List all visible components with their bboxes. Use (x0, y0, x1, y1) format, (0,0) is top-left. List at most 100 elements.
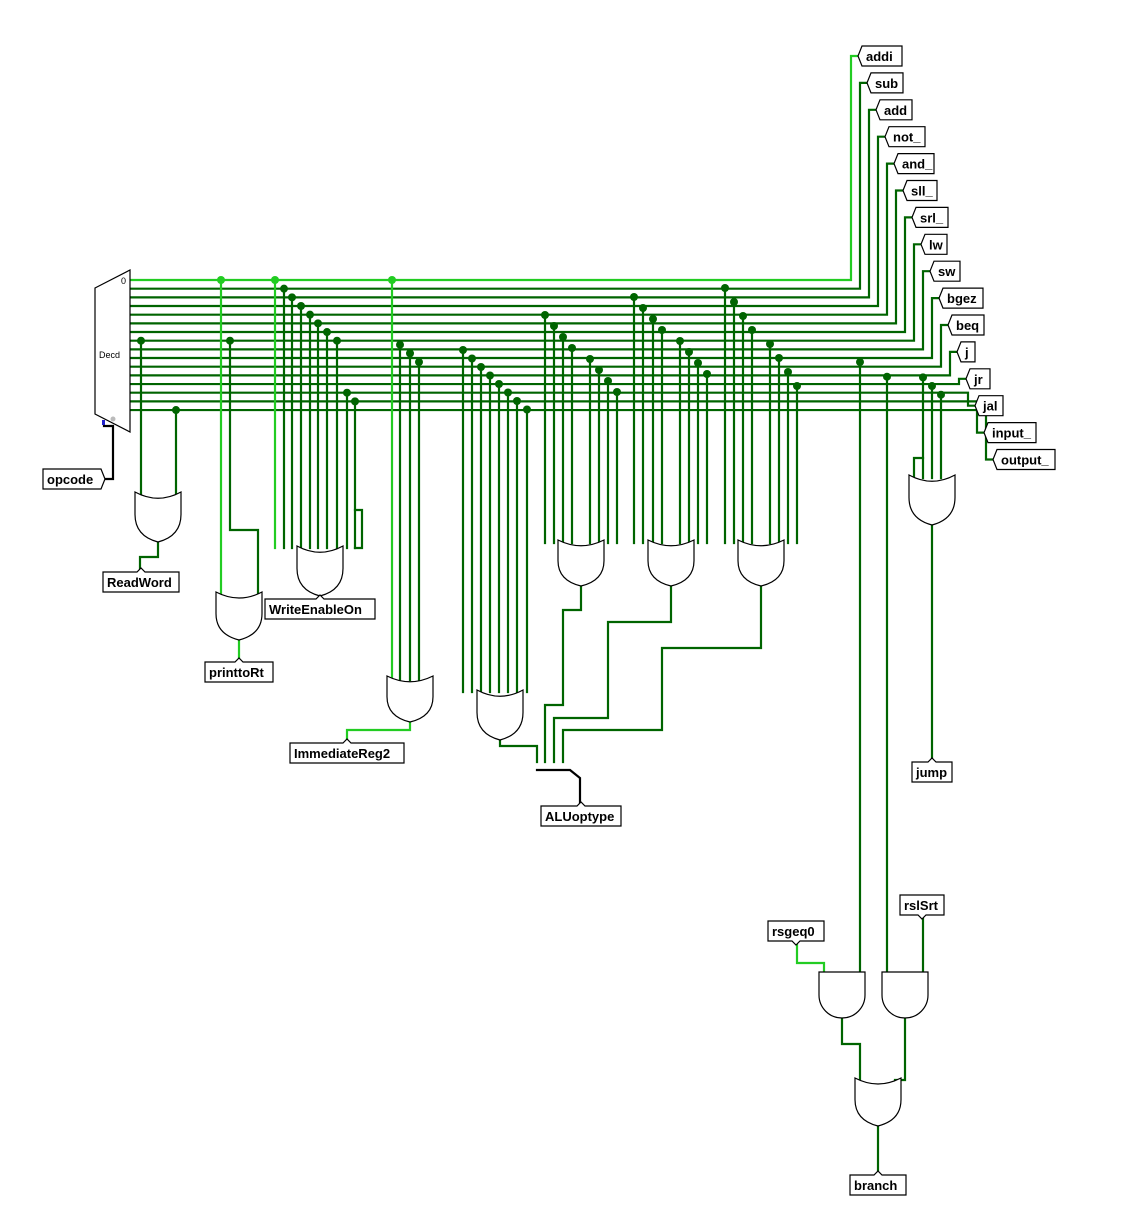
rail-beq (128, 323, 950, 368)
aluoptype-output-label: ALUoptype (545, 809, 614, 824)
wire-junction (351, 397, 359, 406)
wire-layer (101, 54, 995, 1172)
tunnel-jal[interactable]: jal (974, 395, 1004, 417)
tunnel-j[interactable]: j (956, 341, 976, 363)
rslsrt-input-label: rslSrt (904, 898, 939, 913)
tunnel-and[interactable]: and_ (893, 153, 935, 175)
wire-junction (784, 368, 792, 376)
wire-junction (928, 382, 936, 391)
writeenable-jog (353, 508, 364, 550)
writeenableon-output[interactable]: WriteEnableOn (264, 594, 376, 620)
tunnel-add[interactable]: add (875, 99, 913, 121)
wire-junction (748, 326, 756, 334)
wire-junction (694, 359, 702, 367)
or-gate-jump[interactable] (908, 473, 956, 526)
tunnel-bgez[interactable]: bgez (938, 287, 984, 309)
readword-out (138, 540, 160, 572)
or-gate-readword[interactable] (134, 490, 182, 543)
wire-junction (559, 333, 567, 341)
tunnel-sub-label: sub (875, 76, 898, 91)
branch-output[interactable]: branch (849, 1170, 907, 1196)
tunnel-bgez-label: bgez (947, 291, 977, 306)
tunnel-beq[interactable]: beq (947, 314, 985, 336)
tunnel-sw[interactable]: sw (929, 260, 961, 282)
tunnel-srl-label: srl_ (920, 210, 944, 225)
jump-jog (912, 456, 925, 480)
readword-output[interactable]: ReadWord (102, 567, 180, 593)
rslsrt-input[interactable]: rslSrt (899, 894, 945, 920)
wire-junction (333, 336, 341, 345)
immediatereg2-output[interactable]: ImmediateReg2 (289, 738, 405, 764)
wire-junction (137, 336, 145, 345)
rail-sub (128, 81, 869, 290)
wire-junction (766, 340, 774, 348)
immreg2-out (345, 720, 412, 742)
wire-junction (568, 344, 576, 352)
rail-sll_ (128, 189, 905, 325)
printtort-output[interactable]: printtoRt (204, 657, 274, 683)
wire-junction (513, 397, 521, 405)
jump-output-label: jump (915, 765, 947, 780)
tunnel-jr[interactable]: jr (965, 368, 991, 390)
or-gate-alu-bit0[interactable] (476, 688, 524, 741)
wire-junction (703, 370, 711, 378)
or-gate-alu-bit1[interactable] (557, 539, 605, 587)
tunnel-addi-label: addi (866, 49, 893, 64)
or-gate-alu-bit2[interactable] (647, 539, 695, 587)
tunnel-input[interactable]: input_ (983, 422, 1037, 444)
wire-junction (396, 340, 404, 349)
gate-layer (134, 473, 956, 1127)
wire-junction (630, 293, 638, 301)
wire-junction (271, 276, 279, 284)
wire-junction (226, 336, 234, 345)
wire-junction (775, 354, 783, 362)
aluoptype-output[interactable]: ALUoptype (540, 801, 622, 827)
wire-junction (919, 373, 927, 382)
or-gate-printtort[interactable] (215, 591, 263, 641)
decoder[interactable]: Decd 0 (94, 269, 131, 433)
or-gate-branch[interactable] (854, 1077, 902, 1127)
wire-junction (415, 358, 423, 367)
wire-junction (495, 380, 503, 388)
wire-junction (323, 328, 331, 337)
rsgeq0-input[interactable]: rsgeq0 (767, 920, 825, 946)
jump-output[interactable]: jump (911, 757, 953, 783)
wire-junction (649, 315, 657, 323)
wire-junction (306, 310, 314, 319)
wire-junction (856, 358, 864, 367)
or-gate-immediatereg2[interactable] (386, 675, 434, 723)
tunnel-addi[interactable]: addi (857, 45, 903, 67)
wire-junction (685, 348, 693, 356)
wire-junction (739, 312, 747, 320)
tunnel-lw[interactable]: lw (920, 233, 948, 255)
tunnel-not[interactable]: not_ (884, 126, 926, 148)
rail-j (128, 350, 959, 377)
wire-junction (883, 372, 891, 381)
wire-junction (217, 276, 225, 284)
alu2-out (552, 584, 673, 764)
decoder-enable-pin (110, 416, 116, 422)
wire-junction (343, 388, 351, 397)
rail-sw (128, 270, 932, 351)
or-gate-writeenableon[interactable] (296, 544, 344, 597)
wire-junction (477, 363, 485, 371)
wire-junction (172, 406, 180, 415)
tunnel-sll[interactable]: sll_ (902, 179, 938, 202)
decoder-select-pin (102, 420, 105, 425)
tunnel-add-label: add (884, 103, 907, 118)
or-gate-alu-bit3[interactable] (737, 539, 785, 587)
alu1-out (543, 584, 583, 764)
wire-junction (730, 298, 738, 306)
decoder-first-output-label: 0 (121, 276, 126, 286)
wire-junction (486, 371, 494, 380)
wire-junction (314, 319, 322, 328)
opcode-bus (101, 424, 115, 481)
branch-output-label: branch (854, 1178, 897, 1193)
and-gate-beq[interactable] (881, 971, 929, 1019)
opcode-input[interactable]: opcode (42, 468, 106, 490)
tunnel-sub[interactable]: sub (866, 72, 904, 94)
and-gate-bgez[interactable] (818, 971, 866, 1019)
tunnel-output[interactable]: output_ (992, 448, 1056, 471)
tunnel-srl[interactable]: srl_ (911, 206, 949, 228)
